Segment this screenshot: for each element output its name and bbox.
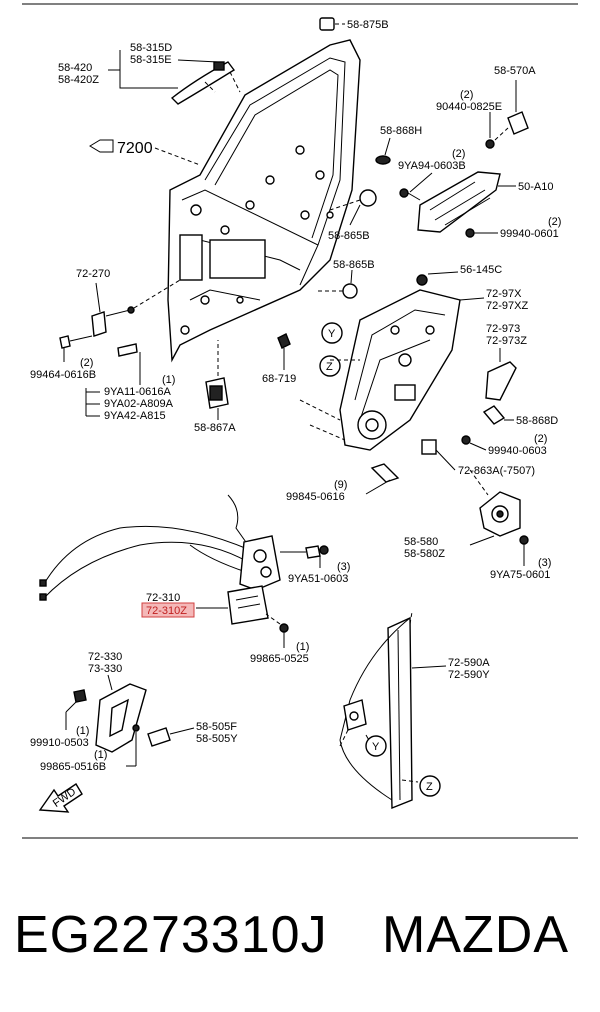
label-58-315d: 58-315D — [130, 42, 172, 54]
label-9ya94-qty: (2) — [452, 148, 465, 160]
label-58-570a: 58-570A — [494, 65, 536, 77]
carrier-plate-72-97x — [299, 289, 461, 451]
label-99865a-qty: (1) — [296, 641, 309, 653]
label-z1: Z — [326, 361, 333, 373]
label-99910-qty: (1) — [76, 725, 89, 737]
label-7200: 7200 — [117, 140, 153, 157]
label-99940b: 99940-0603 — [488, 445, 547, 457]
clip-56-145c — [416, 274, 428, 286]
cap-58-875b — [319, 17, 335, 31]
label-56-145c: 56-145C — [460, 264, 502, 276]
brand-text: MAZDA — [382, 906, 569, 964]
label-68-719: 68-719 — [262, 373, 296, 385]
marker-y-upper — [321, 322, 343, 344]
label-99865b-qty: (1) — [94, 749, 107, 761]
speaker-bracket-50-a10 — [417, 171, 501, 233]
highlight-72-310z — [141, 602, 195, 618]
door-check-72-270 — [91, 279, 181, 337]
latch-cables — [39, 494, 251, 601]
label-73-330: 73-330 — [88, 663, 122, 675]
label-99464: 99464-0616B — [30, 369, 96, 381]
part-number-text: EG2273310J — [14, 906, 328, 964]
label-72-270: 72-270 — [76, 268, 110, 280]
exploded-parts-diagram: 58-875B 58-315D 58-315E 58-420 58-420Z 7… — [22, 3, 578, 839]
label-72-97x: 72-97X — [486, 288, 522, 300]
clip-68-719 — [277, 333, 291, 349]
label-90440: 90440-0825E — [436, 101, 502, 113]
bracket-58-570a — [507, 111, 529, 135]
label-99940a-qty: (2) — [548, 216, 561, 228]
door-shell — [167, 39, 361, 363]
label-9ya42: 9YA42-A815 — [104, 410, 166, 422]
label-58-875b: 58-875B — [347, 19, 389, 31]
label-58-868d: 58-868D — [516, 415, 558, 427]
label-90440-qty: (2) — [460, 89, 473, 101]
label-99940b-qty: (2) — [534, 433, 547, 445]
label-99940a: 99940-0601 — [500, 228, 559, 240]
label-58-505f: 58-505F — [196, 721, 237, 733]
label-72-310: 72-310 — [146, 592, 180, 604]
label-9ya11-qty: (1) — [162, 374, 175, 386]
label-72-590y: 72-590Y — [448, 669, 490, 681]
pad-72-863a — [421, 439, 437, 455]
label-58-865b-b: 58-865B — [333, 259, 375, 271]
label-72-590a: 72-590A — [448, 657, 490, 669]
label-y2: Y — [372, 741, 380, 753]
label-58-865b-a: 58-865B — [328, 230, 370, 242]
outer-handle — [170, 61, 236, 105]
label-9ya02: 9YA02-A809A — [104, 398, 174, 410]
label-99910: 99910-0503 — [30, 737, 89, 749]
door-latch-72-310 — [227, 535, 281, 625]
label-72-310z: 72-310Z — [146, 605, 187, 617]
reference-pointer-7200: 7200 — [89, 139, 201, 166]
label-y1: Y — [328, 328, 336, 340]
label-9ya75: 9YA75-0601 — [490, 569, 550, 581]
cap-58-505f — [147, 727, 171, 747]
label-72-973: 72-973 — [486, 323, 520, 335]
label-9ya11: 9YA11-0616A — [104, 386, 172, 398]
marker-z-lower — [419, 775, 441, 797]
footer: EG2273310J MAZDA — [0, 895, 600, 975]
inner-handle-72-330 — [95, 683, 147, 753]
bumper-58-865b-lower — [342, 283, 358, 299]
trim-72-973 — [485, 361, 517, 401]
motor-58-580 — [469, 469, 521, 537]
label-50-a10: 50-A10 — [518, 181, 553, 193]
label-99845-qty: (9) — [334, 479, 347, 491]
label-58-505y: 58-505Y — [196, 733, 238, 745]
label-99865a: 99865-0525 — [250, 653, 309, 665]
marker-y-lower — [365, 735, 387, 757]
label-9ya75-qty: (3) — [538, 557, 551, 569]
label-58-420z: 58-420Z — [58, 74, 99, 86]
label-58-315e: 58-315E — [130, 54, 172, 66]
label-58-580z: 58-580Z — [404, 548, 445, 560]
label-72-97xz: 72-97XZ — [486, 300, 528, 312]
label-9ya51-qty: (3) — [337, 561, 350, 573]
label-99845: 99845-0616 — [286, 491, 345, 503]
label-72-973z: 72-973Z — [486, 335, 527, 347]
bumper-58-865b-upper — [359, 189, 377, 207]
grommet-58-868d — [482, 405, 506, 425]
label-72-863a: 72-863A(-7507) — [458, 465, 535, 477]
fwd-arrow: FWD — [38, 783, 83, 813]
label-58-580: 58-580 — [404, 536, 438, 548]
label-72-330: 72-330 — [88, 651, 122, 663]
label-9ya94: 9YA94-0603B — [398, 160, 466, 172]
label-58-868h: 58-868H — [380, 125, 422, 137]
label-58-867a: 58-867A — [194, 422, 236, 434]
label-99865b: 99865-0516B — [40, 761, 106, 773]
window-regulator-72-590a — [339, 611, 419, 810]
label-9ya51: 9YA51-0603 — [288, 573, 348, 585]
label-z2: Z — [426, 781, 433, 793]
label-58-420: 58-420 — [58, 62, 92, 74]
grommet-58-868h — [375, 155, 391, 165]
marker-z-upper — [319, 355, 341, 377]
label-99464-qty: (2) — [80, 357, 93, 369]
